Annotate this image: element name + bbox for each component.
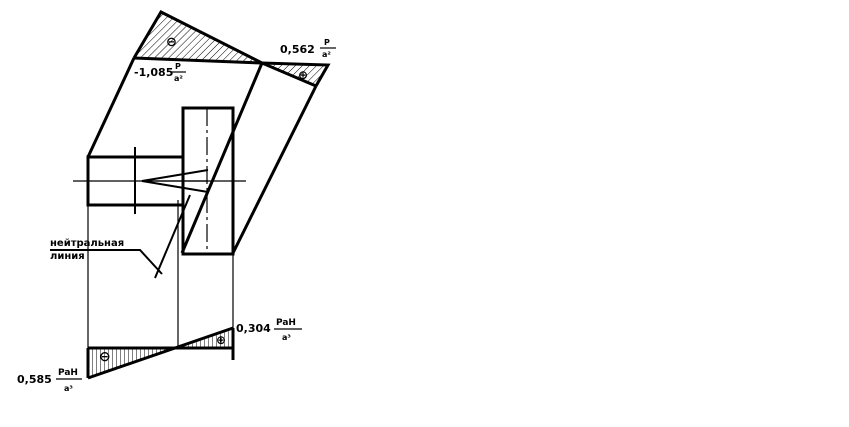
svg-text:0,304: 0,304 (236, 322, 271, 335)
svg-text:a³: a³ (64, 384, 73, 393)
upper-negative-region (134, 12, 262, 63)
upper-minus-sign: ⊖ (166, 35, 177, 50)
neutral-line-leader (50, 194, 191, 279)
label-top-right: 0,562 P a² (280, 38, 336, 59)
svg-text:нейтральная: нейтральная (50, 238, 124, 249)
svg-text:PaH: PaH (276, 318, 296, 328)
svg-text:P: P (175, 62, 181, 71)
svg-text:PaH: PaH (58, 368, 78, 378)
svg-text:a³: a³ (282, 333, 291, 342)
label-bottom-left: 0,585 PaH a³ (17, 368, 82, 393)
label-bottom-right: 0,304 PaH a³ (236, 318, 302, 342)
svg-text:-1,085: -1,085 (134, 66, 173, 79)
upper-plus-sign: ⊕ (298, 68, 308, 82)
svg-text:a²: a² (322, 50, 331, 59)
label-neutral-line: нейтральная линия (50, 238, 124, 262)
lower-plus-sign: ⊕ (216, 333, 226, 347)
svg-text:P: P (324, 38, 330, 47)
inclined-section (86, 57, 318, 256)
lower-minus-sign: ⊖ (99, 349, 111, 365)
svg-text:a²: a² (174, 74, 183, 83)
label-top-left: -1,085 P a² (134, 62, 186, 83)
svg-text:0,585: 0,585 (17, 373, 52, 386)
lower-stress-epure (86, 326, 235, 380)
svg-text:линия: линия (50, 251, 85, 262)
svg-text:0,562: 0,562 (280, 43, 315, 56)
upper-stress-epure (132, 10, 331, 87)
t-section-profile (73, 106, 246, 256)
